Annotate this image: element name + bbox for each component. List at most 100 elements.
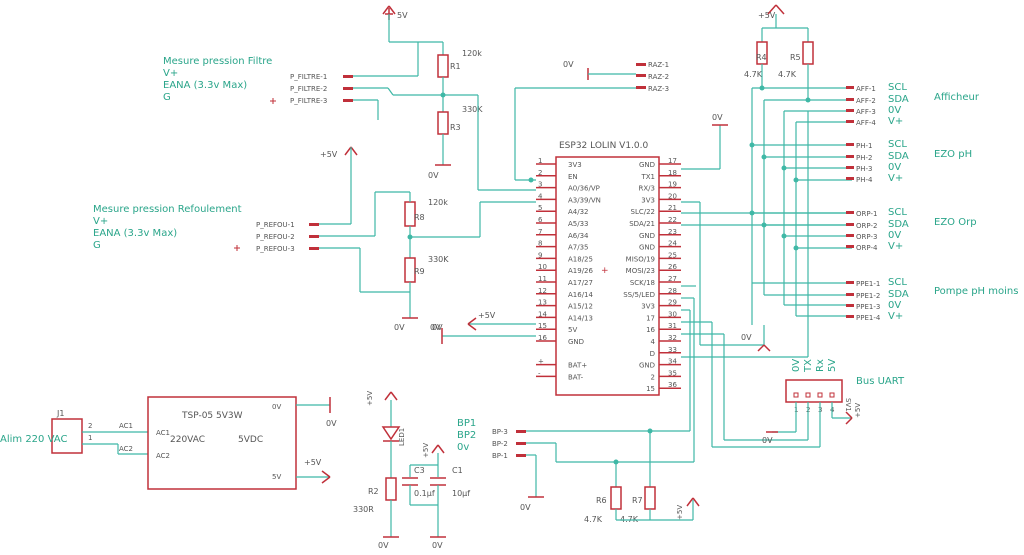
esp-pin-number: 24 <box>668 240 677 248</box>
r5-value: 4.7K <box>778 70 797 79</box>
esp32-title: ESP32 LOLIN V1.0.0 <box>559 141 649 151</box>
connector-signal: 0V <box>888 230 901 241</box>
r3-ground: 0V <box>428 171 439 180</box>
tsp05-ac2: AC2 <box>156 452 170 460</box>
connector-pin: ORP-1 <box>856 210 877 218</box>
connector-pin: AFF-1 <box>856 85 876 93</box>
esp-pin-number: 25 <box>668 251 677 259</box>
connector-signal: 0V <box>888 300 901 311</box>
refou-pin: P_REFOU-3 <box>256 245 295 253</box>
esp-pin-number: 18 <box>668 169 677 177</box>
led-5v-label: +5V <box>366 391 374 406</box>
tsp05-out: 5VDC <box>238 435 263 445</box>
uart-0v-label: 0V <box>762 436 773 445</box>
connector-pin: PPE1-2 <box>856 292 880 300</box>
esp-pin-label: A17/27 <box>568 279 593 287</box>
divider-filtre: 5V R1 120k R3 330K 0V <box>382 5 483 180</box>
esp-pin-number: 1 <box>538 157 542 165</box>
r1-name: R1 <box>450 62 461 71</box>
connector-signal: V+ <box>888 311 903 322</box>
connector-pin-mark <box>846 120 854 123</box>
esp-pin-label: 3V3 <box>641 196 655 204</box>
raz-connector: 0V RAZ-1 RAZ-2 RAZ-3 <box>514 60 669 183</box>
pwr-5v-label: +5V <box>304 458 322 467</box>
led-icon <box>381 426 401 441</box>
bp-pin: BP-1 <box>492 452 508 460</box>
esp-pin-number: 26 <box>668 263 677 271</box>
connector-pin: AFF-4 <box>856 119 876 127</box>
esp-pin-label: 2 <box>651 373 655 381</box>
ppe-title: Pompe pH moins <box>934 286 1018 297</box>
bus-signal: 0V <box>791 359 802 372</box>
connector-signal: SDA <box>888 219 909 230</box>
esp-pin-label: A5/33 <box>568 220 589 228</box>
filtre-line3: G <box>163 92 171 103</box>
c1-value: 10µf <box>452 489 470 498</box>
r9-ground: 0V <box>394 323 405 332</box>
filtre-title: Mesure pression Filtre <box>163 56 272 67</box>
connector-pin-mark <box>846 109 854 112</box>
esp-pin-number: 11 <box>538 275 547 283</box>
esp-pin-number: 9 <box>538 251 542 259</box>
r45-5v-label: +5V <box>758 11 776 20</box>
resistor-r7 <box>644 486 656 510</box>
connector-pin-mark <box>846 166 854 169</box>
esp-pin-number: 12 <box>538 287 547 295</box>
resistor-r1 <box>437 54 449 78</box>
r8-value: 120k <box>428 198 448 207</box>
connector-pin-mark <box>846 293 854 296</box>
esp-pin-number: 36 <box>668 381 677 389</box>
resistor-r5 <box>802 41 814 65</box>
esp-pin-label: SLC/22 <box>631 208 656 216</box>
esp-pin-number: 27 <box>668 275 677 283</box>
c1-name: C1 <box>452 466 463 475</box>
r2-name: R2 <box>368 487 379 496</box>
led-ground: 0V <box>378 541 389 550</box>
connector-pin: ORP-2 <box>856 222 877 230</box>
esp-pin-number: 21 <box>668 204 677 212</box>
orp-title: EZO Orp <box>934 217 977 228</box>
connector-signal: V+ <box>888 173 903 184</box>
esp-pin-label: D <box>650 350 655 358</box>
bus-pin-mark <box>793 392 799 398</box>
esp-pin-number: + <box>538 358 544 366</box>
connector-pin-mark <box>846 98 854 101</box>
esp-pin-number: 19 <box>668 181 677 189</box>
connector-pin-mark <box>846 86 854 89</box>
refou-pin: P_REFOU-1 <box>256 221 295 229</box>
connector-pin-mark <box>846 281 854 284</box>
esp-pin-label: A19/26 <box>568 267 594 275</box>
esp-pin-label: 5V <box>568 326 577 334</box>
r3-value: 330K <box>462 105 483 114</box>
r3-name: R3 <box>450 123 461 132</box>
esp-pin-label: 3V3 <box>641 303 655 311</box>
power-supply: J1 Alim 220 VAC 2 1 AC1 AC2 TSP-05 5V3W … <box>0 396 337 490</box>
pullups-i2c: +5V R4 R5 4.7K 4.7K <box>744 4 814 100</box>
connector-pin: AFF-2 <box>856 97 876 105</box>
esp-pin-label: A6/34 <box>568 232 589 240</box>
connector-pin: AFF-3 <box>856 108 876 116</box>
bus-ref: SV1 <box>844 398 852 412</box>
tsp05-in: 220VAC <box>170 435 205 445</box>
esp-pin-label: A0/36/VP <box>568 185 600 193</box>
esp-pin-number: 17 <box>668 157 677 165</box>
raz-pin: RAZ-3 <box>648 85 669 93</box>
connector-pin: ORP-4 <box>856 244 878 252</box>
connector-signal: SDA <box>888 151 909 162</box>
bus-connector <box>785 379 843 403</box>
esp-pin-number: 34 <box>668 358 677 366</box>
esp-pin-label: A4/32 <box>568 208 589 216</box>
mid-ground: 0V <box>430 323 441 332</box>
esp-pin-label: MOSI/23 <box>626 267 655 275</box>
resistor-r3 <box>437 111 449 135</box>
connector-signal: 0V <box>888 162 901 173</box>
esp-pin-label: A7/35 <box>568 244 589 252</box>
esp-pin-number: 5 <box>538 204 542 212</box>
esp-pin-label: GND <box>568 338 584 346</box>
alim-label: Alim 220 VAC <box>0 434 67 445</box>
tsp05-0v: 0V <box>272 403 281 411</box>
connector-pin: PH-4 <box>856 176 873 184</box>
esp-pin-label: A14/13 <box>568 314 593 322</box>
connector-pin-mark <box>846 223 854 226</box>
